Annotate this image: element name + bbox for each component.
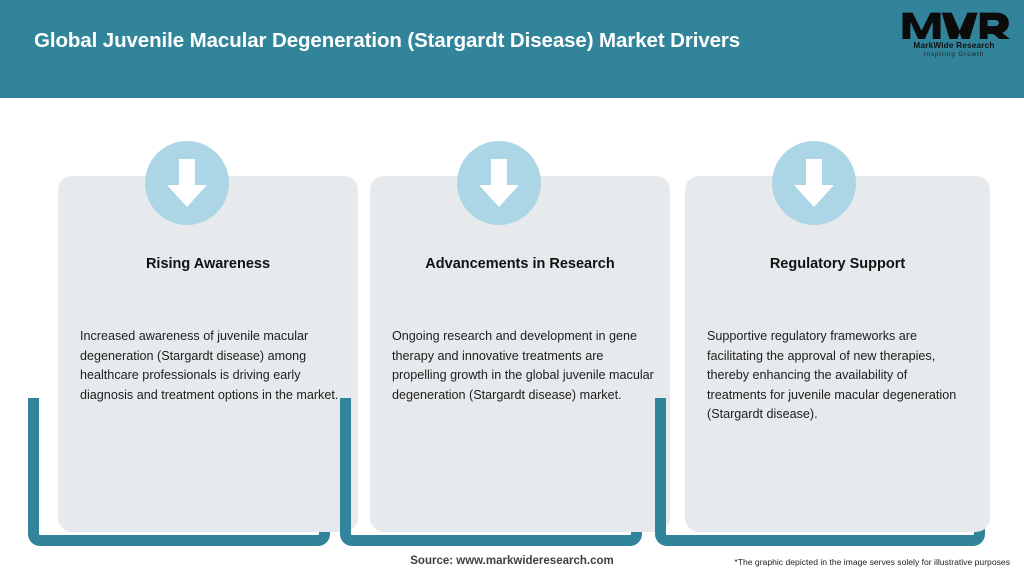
driver-card-3[interactable]: Regulatory Support Supportive regulatory…: [655, 98, 990, 548]
card-panel: Regulatory Support Supportive regulatory…: [685, 176, 990, 532]
driver-card-2[interactable]: Advancements in Research Ongoing researc…: [340, 98, 670, 548]
card-panel: Rising Awareness Increased awareness of …: [58, 176, 358, 532]
card-panel: Advancements in Research Ongoing researc…: [370, 176, 670, 532]
driver-cards-container: Rising Awareness Increased awareness of …: [0, 98, 1024, 548]
down-arrow-icon: [145, 141, 229, 225]
card-body-text: Ongoing research and development in gene…: [392, 329, 654, 402]
page-title: Global Juvenile Macular Degeneration (St…: [34, 29, 741, 52]
mwr-logo-icon: [902, 12, 1010, 39]
card-body-text: Increased awareness of juvenile macular …: [80, 329, 339, 402]
logo-tagline: Inspiring Growth: [923, 51, 985, 58]
card-title: Advancements in Research: [425, 256, 615, 272]
header-bar: Global Juvenile Macular Degeneration (St…: [0, 0, 1024, 98]
disclaimer-label: *The graphic depicted in the image serve…: [734, 557, 1010, 567]
logo-company-name: MarkWide Research: [913, 41, 995, 50]
down-arrow-glyph: [167, 159, 207, 207]
card-body-text: Supportive regulatory frameworks are fac…: [707, 329, 957, 421]
source-label: Source: www.markwideresearch.com: [410, 555, 614, 567]
down-arrow-icon: [457, 141, 541, 225]
brand-logo: MarkWide Research Inspiring Growth: [898, 8, 1010, 64]
down-arrow-glyph: [479, 159, 519, 207]
driver-card-1[interactable]: Rising Awareness Increased awareness of …: [28, 98, 358, 548]
down-arrow-glyph: [794, 159, 834, 207]
card-title: Rising Awareness: [145, 256, 271, 272]
down-arrow-icon: [772, 141, 856, 225]
card-title: Regulatory Support: [769, 256, 906, 272]
